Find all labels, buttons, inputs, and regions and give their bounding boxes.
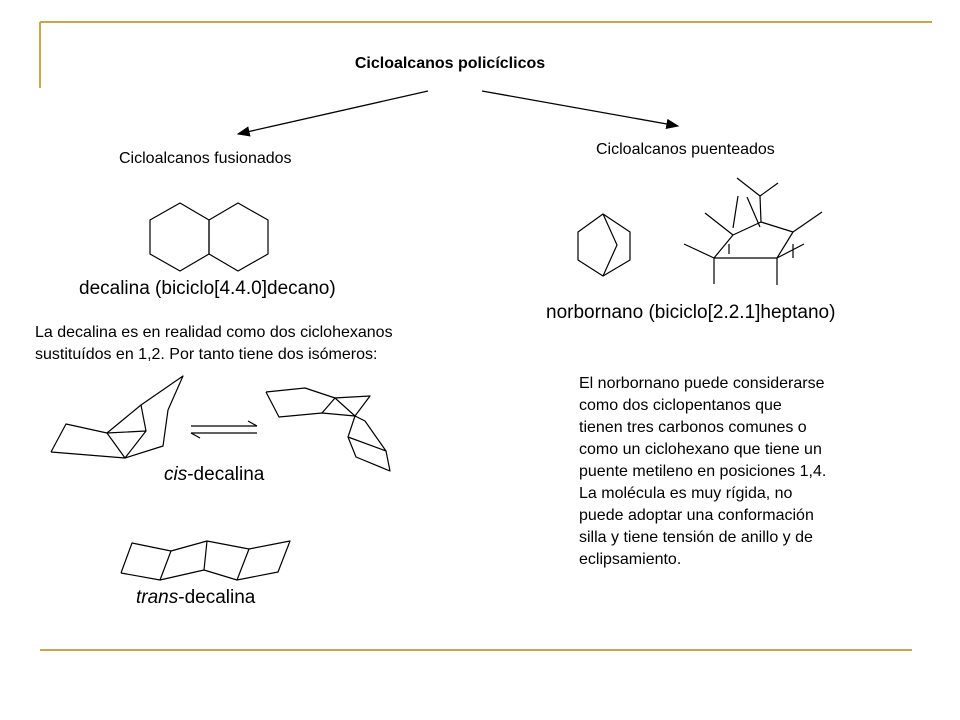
slide-title: Cicloalcanos policíclicos [354, 55, 546, 72]
fused-heading: Cicloalcanos fusionados [119, 150, 292, 167]
trans-prefix: trans [136, 587, 179, 608]
norbornane-description: El norbornano puede considerarse como do… [579, 373, 889, 571]
decalin-description-line: La decalina es en realidad como dos cicl… [35, 324, 393, 341]
norbornane-description-line: silla y tiene tensión de anillo y de [579, 529, 813, 546]
trans-decalin-label: trans-decalina [136, 587, 255, 609]
cis-suffix: -decalina [187, 464, 265, 485]
norbornane-3d-structure [683, 177, 823, 285]
norbornane-flat-structure [577, 213, 631, 277]
cis-prefix: cis [164, 464, 188, 485]
norbornane-label: norbornano (biciclo[2.2.1]heptano) [546, 302, 836, 323]
norbornane-description-line: puente metileno en posiciones 1,4. [579, 463, 827, 480]
norbornane-description-line: eclipsamiento. [579, 551, 682, 568]
norbornane-description-line: El norbornano puede considerarse [579, 375, 825, 392]
decalin-description-line: sustituídos en 1,2. Por tanto tiene dos … [35, 346, 378, 363]
norbornane-description-line: tienen tres carbonos comunes o [579, 419, 807, 436]
norbornane-description-line: puede adoptar una conformación [579, 507, 814, 524]
cis-decalin-label: cis-decalina [164, 464, 264, 486]
norbornane-description-line: como un ciclohexano que tiene un [579, 441, 822, 458]
trans-suffix: -decalina [178, 587, 256, 608]
norbornane-description-line: como dos ciclopentanos que [579, 397, 782, 414]
bridged-heading: Cicloalcanos puenteados [596, 141, 775, 158]
equilibrium-arrows [190, 420, 258, 439]
decalin-structure [149, 202, 269, 272]
arrow-to-fused [236, 90, 429, 137]
slide-frame [39, 21, 932, 651]
arrow-to-bridged [481, 90, 680, 130]
cis-decalin-flipped-structure [265, 387, 391, 472]
decalin-label: decalina (biciclo[4.4.0]decano) [79, 278, 336, 299]
decalin-description: La decalina es en realidad como dos cicl… [35, 322, 393, 366]
cis-decalin-structure [50, 375, 184, 459]
trans-decalin-structure [120, 540, 291, 581]
norbornane-description-line: La molécula es muy rígida, no [579, 485, 793, 502]
